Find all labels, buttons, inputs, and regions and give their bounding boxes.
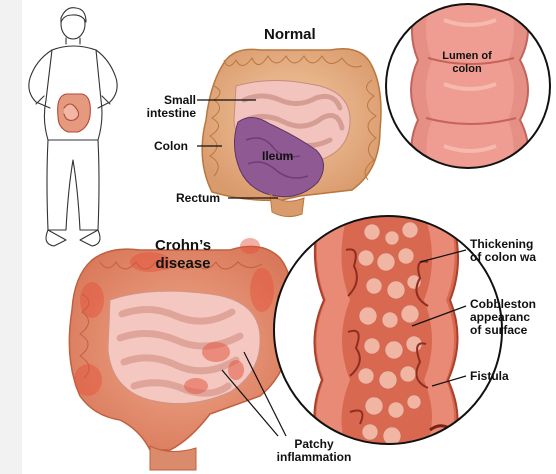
- label-cobblestone: Cobbleston appearanc of surface: [470, 298, 536, 337]
- normal-lumen-closeup: [380, 0, 556, 180]
- person-figure: [29, 8, 117, 246]
- normal-heading: Normal: [264, 26, 316, 44]
- label-ileum: Ileum: [262, 150, 293, 163]
- label-rectum: Rectum: [176, 192, 220, 205]
- label-thickening: Thickening of colon wa: [470, 238, 536, 264]
- crohns-heading: Crohn’s disease: [138, 237, 228, 273]
- label-lumen-of-colon: Lumen of colon: [431, 50, 503, 76]
- label-fistula: Fistula: [470, 370, 509, 383]
- label-colon: Colon: [154, 140, 188, 153]
- label-patchy-inflammation: Patchy inflammation: [266, 438, 362, 464]
- crohns-heading-line2: disease: [138, 255, 228, 273]
- label-small-intestine: Small intestine: [134, 94, 196, 120]
- crohns-heading-line1: Crohn’s: [138, 237, 228, 255]
- normal-intestine-illustration: [202, 49, 381, 217]
- person-legs: [47, 140, 99, 230]
